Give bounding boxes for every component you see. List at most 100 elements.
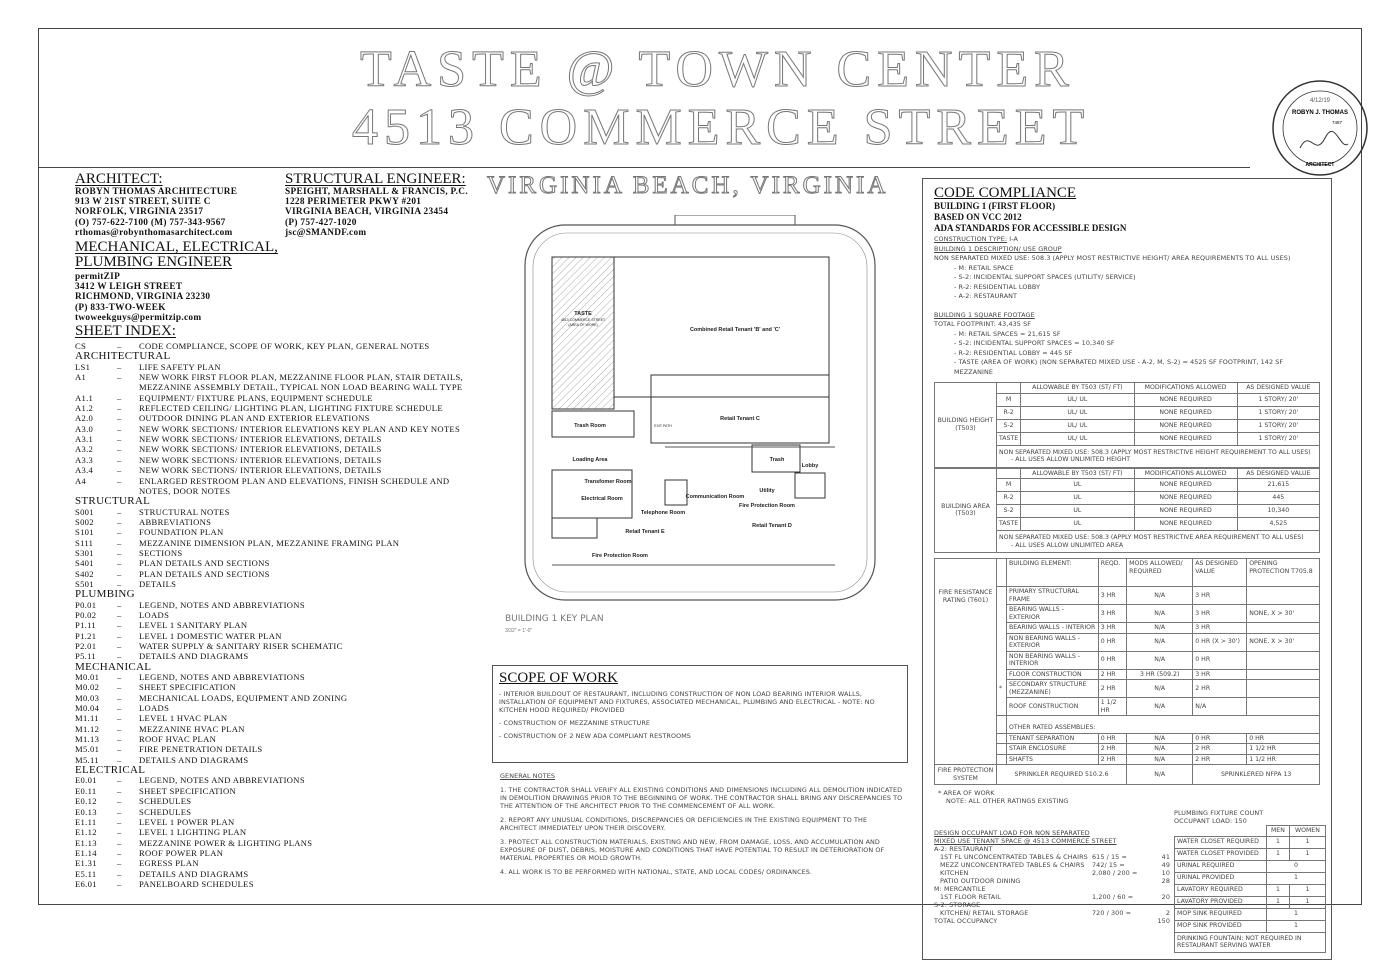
sheet-index-row: S401–PLAN DETAILS AND SECTIONS	[75, 558, 475, 568]
table-cell: 1 1/2 HR	[1246, 743, 1320, 755]
structural-line: VIRGINIA BEACH, VIRGINIA 23454	[285, 207, 449, 218]
room-label-trash: Trash	[770, 457, 785, 463]
sheet-index-row: S001–STRUCTURAL NOTES	[75, 507, 475, 517]
sheet-number: M5.11	[75, 754, 99, 765]
sheet-index-row: P0.02–LOADS	[75, 610, 475, 620]
sheet-title: LEVEL 1 POWER PLAN	[139, 816, 235, 827]
note-line: - ALL USES ALLOW UNLIMITED HEIGHT	[1011, 456, 1131, 463]
sheet-index-row: P5.11–DETAILS AND DIAGRAMS	[75, 651, 475, 661]
plumbing-block: PLUMBING FIXTURE COUNT OCCUPANT LOAD: 15…	[1174, 809, 1327, 953]
mep-line: RICHMOND, VIRGINIA 23230	[75, 292, 211, 303]
structural-line: jsc@SMANDF.com	[285, 227, 367, 238]
sheet-index-row: E0.13–SCHEDULES	[75, 807, 475, 817]
dash: –	[117, 547, 122, 558]
occupant-use: S-2: STORAGE	[934, 901, 981, 909]
sheet-number: LS1	[75, 361, 91, 372]
column-header: REQD.	[1097, 558, 1128, 587]
sheet-title: SHEET SPECIFICATION	[139, 682, 236, 693]
occupant-use: PATIO OUTDOOR DINING	[940, 877, 1021, 885]
seal-bottom-text: ARCHITECT	[1306, 162, 1335, 168]
sheet-index-row: S501–DETAILS	[75, 579, 475, 589]
table-cell: NONE REQUIRED	[1133, 431, 1238, 446]
table-cell	[1246, 697, 1320, 716]
sheet-index-row: P2.01–WATER SUPPLY & SANITARY RISER SCHE…	[75, 641, 475, 651]
structural-heading: STRUCTURAL ENGINEER:	[285, 171, 466, 187]
use-group-line: - A-2: RESTAURANT	[954, 292, 1018, 300]
sheet-number: S401	[75, 558, 94, 569]
square-footage-heading: BUILDING 1 SQUARE FOOTAGE	[934, 310, 1035, 319]
sheet-number: M1.12	[75, 723, 100, 734]
room-label-lobby: Lobby	[802, 463, 819, 469]
sheet-index-row: P1.11–LEVEL 1 SANITARY PLAN	[75, 620, 475, 630]
table-cell: 3 HR	[1097, 586, 1128, 605]
occupant-row: M: MERCANTILE	[934, 885, 1172, 893]
table-cell: N/A	[1126, 632, 1194, 652]
sheet-number: A1.2	[75, 403, 94, 414]
dash: –	[117, 392, 122, 403]
dash: –	[117, 827, 122, 838]
sheet-number: E1.13	[75, 837, 97, 848]
sheet-index: CS–CODE COMPLIANCE, SCOPE OF WORK, KEY P…	[75, 341, 475, 889]
sheet-index-row: M1.12–MEZZANINE HVAC PLAN	[75, 724, 475, 734]
dash: –	[117, 651, 122, 662]
dash: –	[117, 806, 122, 817]
building-height-table: BUILDING HEIGHT (T503)ALLOWABLE BY T503 …	[934, 382, 1321, 468]
table-cell: 3 HR	[1097, 604, 1128, 623]
building-area-table: BUILDING AREA (T503)ALLOWABLE BY T503 (S…	[934, 467, 1321, 553]
table-cell: NONE REQUIRED	[1133, 517, 1238, 531]
sheet-title: ENLARGED RESTROOM PLAN AND ELEVATIONS, F…	[139, 475, 450, 496]
table-cell	[1246, 668, 1320, 680]
dash: –	[117, 775, 122, 786]
mep-line: (P) 833-TWO-WEEK	[75, 302, 166, 313]
general-note: 2. REPORT ANY UNUSUAL CONDITIONS, DISCRE…	[500, 816, 868, 832]
dash: –	[117, 372, 122, 383]
table-cell: UL	[1020, 478, 1135, 492]
table-cell: MOP SINK PROVIDED	[1174, 919, 1267, 933]
seal-name: ROBYN J. THOMAS	[1292, 110, 1348, 116]
city-title: VIRGINIA BEACH, VIRGINIA	[486, 172, 889, 200]
table-cell: 0 HR	[1246, 732, 1320, 744]
sheet-index-row: P0.01–LEGEND, NOTES AND ABBREVIATIONS	[75, 600, 475, 610]
sheet-number: S501	[75, 578, 94, 589]
use-group-line: NON SEPARATED MIXED USE: 508.3 (APPLY MO…	[934, 254, 1291, 262]
table-cell: 3 HR	[1192, 604, 1248, 623]
table-cell: URINAL REQUIRED	[1174, 859, 1267, 873]
dash: –	[117, 558, 122, 569]
mep-line: 3412 W LEIGH STREET	[75, 282, 183, 293]
sheet-index-row: A1.1–EQUIPMENT/ FIXTURE PLANS, EQUIPMENT…	[75, 393, 475, 403]
table-cell	[996, 732, 1007, 744]
sheet-title: SCHEDULES	[139, 796, 192, 807]
dash: –	[117, 423, 122, 434]
table-cell: N/A	[1192, 697, 1248, 716]
architect-line: NORFOLK, VIRGINIA 23517	[75, 207, 204, 218]
dash: –	[117, 723, 122, 734]
room-label-bc: Combined Retail Tenant 'B' and 'C'	[690, 327, 781, 333]
sheet-title: OUTDOOR DINING PLAN AND EXTERIOR ELEVATI…	[139, 413, 370, 424]
sheet-number: E1.14	[75, 847, 97, 858]
sheet-index-row: CS–CODE COMPLIANCE, SCOPE OF WORK, KEY P…	[75, 341, 475, 351]
sheet-title: FOUNDATION PLAN	[139, 527, 224, 538]
sheet-index-heading: SHEET INDEX:	[75, 323, 176, 340]
occupant-value: 49	[1161, 861, 1170, 869]
square-footage-line: - TASTE (AREA OF WORK) (NON SEPARATED MI…	[954, 358, 1284, 376]
table-cell: 0 HR	[1097, 650, 1128, 670]
table-cell	[997, 698, 1007, 716]
room-label-exit: EXIT PATH	[654, 424, 672, 428]
sheet-number: P1.11	[75, 620, 96, 631]
table-cell: UL	[1020, 504, 1135, 518]
table-note: NON SEPARATED MIXED USE: 508.3 (APPLY MO…	[996, 444, 1320, 468]
table-cell	[1174, 825, 1267, 837]
room-label-telephone: Telephone Room	[641, 510, 685, 516]
table-cell: 1 STORY/ 20'	[1236, 392, 1321, 407]
sheet-title: FIRE PENETRATION DETAILS	[139, 744, 263, 755]
column-header: AS DESIGNED VALUE	[1236, 382, 1321, 394]
dash: –	[117, 734, 122, 745]
dash: –	[117, 609, 122, 620]
